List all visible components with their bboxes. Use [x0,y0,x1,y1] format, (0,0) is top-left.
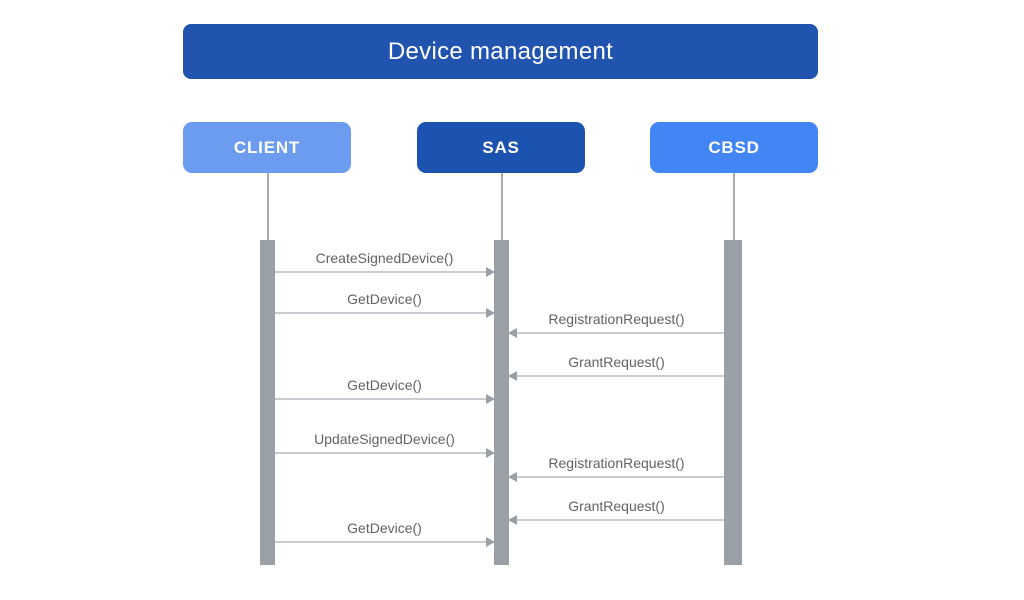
arrowhead-icon [486,537,495,547]
message-arrow-2: RegistrationRequest() [508,311,724,338]
actor-box-sas: SAS [417,122,585,173]
arrowhead-icon [508,371,517,381]
arrowhead-icon [486,308,495,318]
message-arrow-3: GrantRequest() [508,354,724,381]
message-label: GrantRequest() [568,498,665,514]
activation-bar-client [260,240,275,565]
arrowhead-icon [486,394,495,404]
message-label: RegistrationRequest() [548,311,685,327]
message-arrow-6: RegistrationRequest() [508,455,724,482]
message-label: GrantRequest() [568,354,665,370]
actor-box-cbsd: CBSD [650,122,818,173]
lifeline-client [267,173,269,240]
actor-label-client: CLIENT [233,137,301,157]
message-label: GetDevice() [347,520,422,536]
lifeline-cbsd [733,173,735,240]
actor-label-cbsd: CBSD [708,137,760,157]
diagram-title: Device management [183,24,818,79]
message-label: RegistrationRequest() [548,455,685,471]
actor-label-sas: SAS [482,137,520,157]
lifeline-sas [501,173,503,240]
message-label: CreateSignedDevice() [315,250,454,266]
message-arrow-8: GetDevice() [275,520,495,547]
message-label: GetDevice() [347,377,422,393]
arrowhead-icon [508,515,517,525]
arrowhead-icon [508,328,517,338]
message-arrow-0: CreateSignedDevice() [275,250,495,277]
message-label: UpdateSignedDevice() [314,431,455,447]
arrowhead-icon [486,448,495,458]
actor-box-client: CLIENT [183,122,351,173]
message-arrow-7: GrantRequest() [508,498,724,525]
diagram-title-label: Device management [387,37,614,65]
message-arrow-5: UpdateSignedDevice() [275,431,495,458]
activation-bar-cbsd [724,240,742,565]
message-arrow-4: GetDevice() [275,377,495,404]
message-arrow-1: GetDevice() [275,291,495,318]
arrowhead-icon [508,472,517,482]
arrowhead-icon [486,267,495,277]
message-label: GetDevice() [347,291,422,307]
activation-bar-sas [494,240,509,565]
